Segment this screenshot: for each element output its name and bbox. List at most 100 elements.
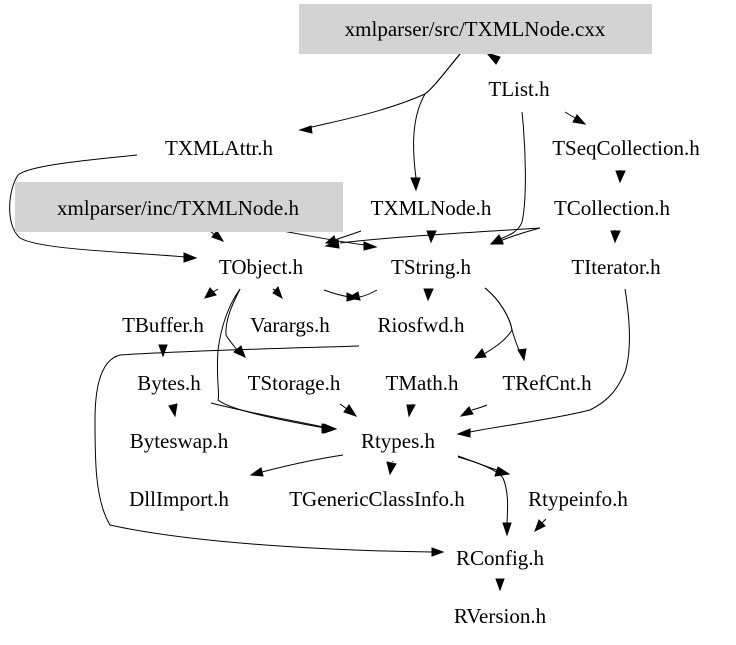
edge-line — [541, 518, 547, 524]
node-label: TGenericClassInfo.h — [289, 487, 465, 511]
edge-line — [469, 288, 630, 433]
node-rtypeinfo[interactable]: Rtypeinfo.h — [528, 487, 628, 511]
node-label: TString.h — [391, 255, 471, 279]
edge-inc_txmlnode_h-to-tobject — [209, 230, 225, 242]
node-label: TXMLAttr.h — [165, 136, 273, 160]
edge-tobject-to-tstorage — [225, 288, 246, 358]
node-highlight-box — [299, 4, 652, 54]
edge-line — [334, 230, 362, 241]
arrowhead-icon — [495, 578, 505, 592]
arrowhead-icon — [459, 406, 474, 417]
node-inc-txmlnode-h[interactable]: xmlparser/inc/TXMLNode.h — [15, 182, 343, 232]
node-tstring[interactable]: TString.h — [391, 255, 471, 279]
edge-tobject-to-rtypes — [216, 288, 338, 434]
edge-tobject-to-varargs — [272, 286, 283, 300]
node-label: Riosfwd.h — [378, 313, 465, 337]
edge-rtypes-to-rconfig — [457, 456, 512, 537]
edge-line — [499, 111, 526, 240]
edge-src_txmlnode_cxx-to-txmlnode — [410, 53, 461, 192]
edge-tstorage-to-rtypes — [339, 403, 358, 417]
edge-line — [359, 289, 378, 298]
node-txmlattr[interactable]: TXMLAttr.h — [165, 136, 273, 160]
arrowhead-icon — [406, 404, 416, 418]
arrowhead-icon — [363, 241, 378, 251]
edge-tstring-to-riosfwd — [346, 289, 378, 301]
node-tstorage[interactable]: TStorage.h — [248, 371, 341, 395]
node-tseqcollection[interactable]: TSeqCollection.h — [552, 136, 700, 160]
node-label: xmlparser/src/TXMLNode.cxx — [345, 17, 606, 41]
node-rconfig[interactable]: RConfig.h — [456, 546, 545, 570]
edge-line — [457, 456, 509, 525]
node-titerator[interactable]: TIterator.h — [571, 255, 661, 279]
arrowhead-icon — [534, 519, 546, 533]
node-label: TXMLNode.h — [371, 196, 492, 220]
node-label: Rtypes.h — [361, 429, 436, 453]
node-src-txmlnode-cxx[interactable]: xmlparser/src/TXMLNode.cxx — [299, 4, 652, 54]
node-rtypes[interactable]: Rtypes.h — [361, 429, 436, 453]
edge-rconfig-to-rversion — [495, 578, 505, 592]
node-tobject[interactable]: TObject.h — [219, 255, 304, 279]
edge-tlist-to-tstring — [489, 111, 526, 245]
node-tbuffer[interactable]: TBuffer.h — [122, 313, 204, 337]
arrowhead-icon — [456, 428, 471, 438]
edge-tobject-to-tbuffer — [204, 287, 219, 299]
edge-line — [216, 288, 326, 429]
edge-line — [484, 287, 521, 353]
arrowhead-icon — [431, 547, 445, 557]
edges-layer — [9, 52, 630, 592]
node-label: TIterator.h — [571, 255, 661, 279]
node-byteswap[interactable]: Byteswap.h — [130, 429, 229, 453]
node-tgenericclassinfo[interactable]: TGenericClassInfo.h — [289, 487, 465, 511]
edge-rtypes-to-dllimport — [249, 454, 344, 477]
edge-rtypes-to-tgenericclassinfo — [386, 461, 397, 476]
arrowhead-icon — [204, 287, 217, 299]
edge-tlist-to-tseqcollection — [564, 111, 587, 125]
edge-rtypeinfo-to-rconfig — [534, 518, 547, 533]
edge-line — [413, 53, 461, 179]
edge-txmlnode-to-tstring — [426, 230, 437, 244]
node-varargs[interactable]: Varargs.h — [250, 313, 330, 337]
edge-src_txmlnode_cxx-to-tlist — [485, 52, 501, 65]
edge-line — [483, 287, 513, 355]
node-label: RConfig.h — [456, 546, 545, 570]
edge-line — [210, 402, 324, 428]
edge-tcollection-to-tobject — [324, 227, 541, 249]
arrowhead-icon — [168, 403, 178, 418]
arrowhead-icon — [517, 348, 527, 362]
node-label: TCollection.h — [554, 196, 671, 220]
edge-tstring-to-riosfwd-direct — [423, 288, 434, 302]
edge-line — [9, 154, 186, 258]
arrowhead-icon — [324, 239, 340, 249]
node-bytes[interactable]: Bytes.h — [137, 371, 201, 395]
arrowhead-icon — [494, 466, 511, 477]
node-label: TMath.h — [386, 371, 459, 395]
edge-txmlattr-to-tobject — [9, 154, 198, 263]
arrowhead-icon — [490, 235, 504, 245]
arrowhead-icon — [298, 125, 313, 134]
node-tcollection[interactable]: TCollection.h — [554, 196, 671, 220]
edge-line — [339, 403, 348, 410]
edge-line — [471, 404, 488, 411]
arrowhead-icon — [386, 461, 397, 476]
arrowhead-icon — [249, 467, 264, 477]
edge-inc_txmlnode_h-to-tstring — [282, 230, 378, 251]
node-tmath[interactable]: TMath.h — [386, 371, 459, 395]
node-label: TBuffer.h — [122, 313, 204, 337]
node-label: Rtypeinfo.h — [528, 487, 628, 511]
arrowhead-icon — [610, 230, 621, 244]
node-label: TList.h — [488, 77, 550, 101]
arrowhead-icon — [473, 348, 487, 359]
node-highlight-box — [15, 182, 343, 232]
node-txmlnode[interactable]: TXMLNode.h — [371, 196, 492, 220]
node-riosfwd[interactable]: Riosfwd.h — [378, 313, 465, 337]
arrowhead-icon — [233, 345, 246, 358]
edge-line — [261, 454, 344, 473]
node-tlist[interactable]: TList.h — [488, 77, 550, 101]
node-trefcnt[interactable]: TRefCnt.h — [502, 371, 592, 395]
node-dllimport[interactable]: DllImport.h — [129, 487, 229, 511]
arrowhead-icon — [158, 344, 168, 358]
node-rversion[interactable]: RVersion.h — [454, 604, 547, 628]
node-label: DllImport.h — [129, 487, 229, 511]
arrowhead-icon — [485, 52, 501, 65]
arrowhead-icon — [615, 170, 626, 184]
